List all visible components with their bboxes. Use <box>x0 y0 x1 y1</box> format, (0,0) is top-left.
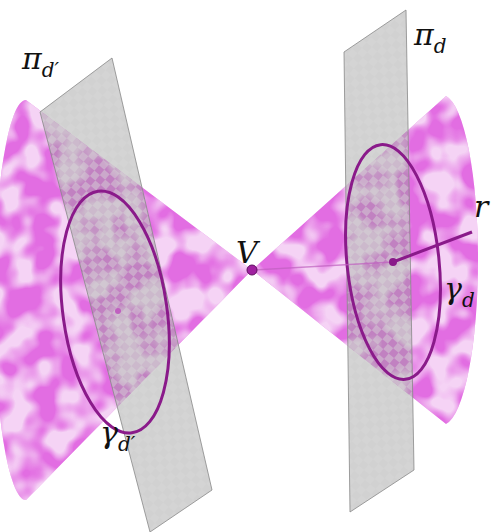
axis-line <box>393 232 472 262</box>
plane-pi-d-prime <box>40 58 212 532</box>
plane-label: πd′ <box>22 44 59 74</box>
circle-gamma-d-prime <box>47 184 184 440</box>
axis-line <box>252 262 393 270</box>
center-point <box>389 258 397 266</box>
circle-label: γd′ <box>100 418 135 448</box>
circle-gamma-d <box>335 140 451 384</box>
axis-label: r <box>474 192 488 222</box>
center-point <box>115 308 121 314</box>
circle-label: γd <box>444 274 475 304</box>
vertex-label: V <box>236 238 258 268</box>
plane-label: πd <box>414 20 447 50</box>
plane-pi-d <box>344 10 414 512</box>
